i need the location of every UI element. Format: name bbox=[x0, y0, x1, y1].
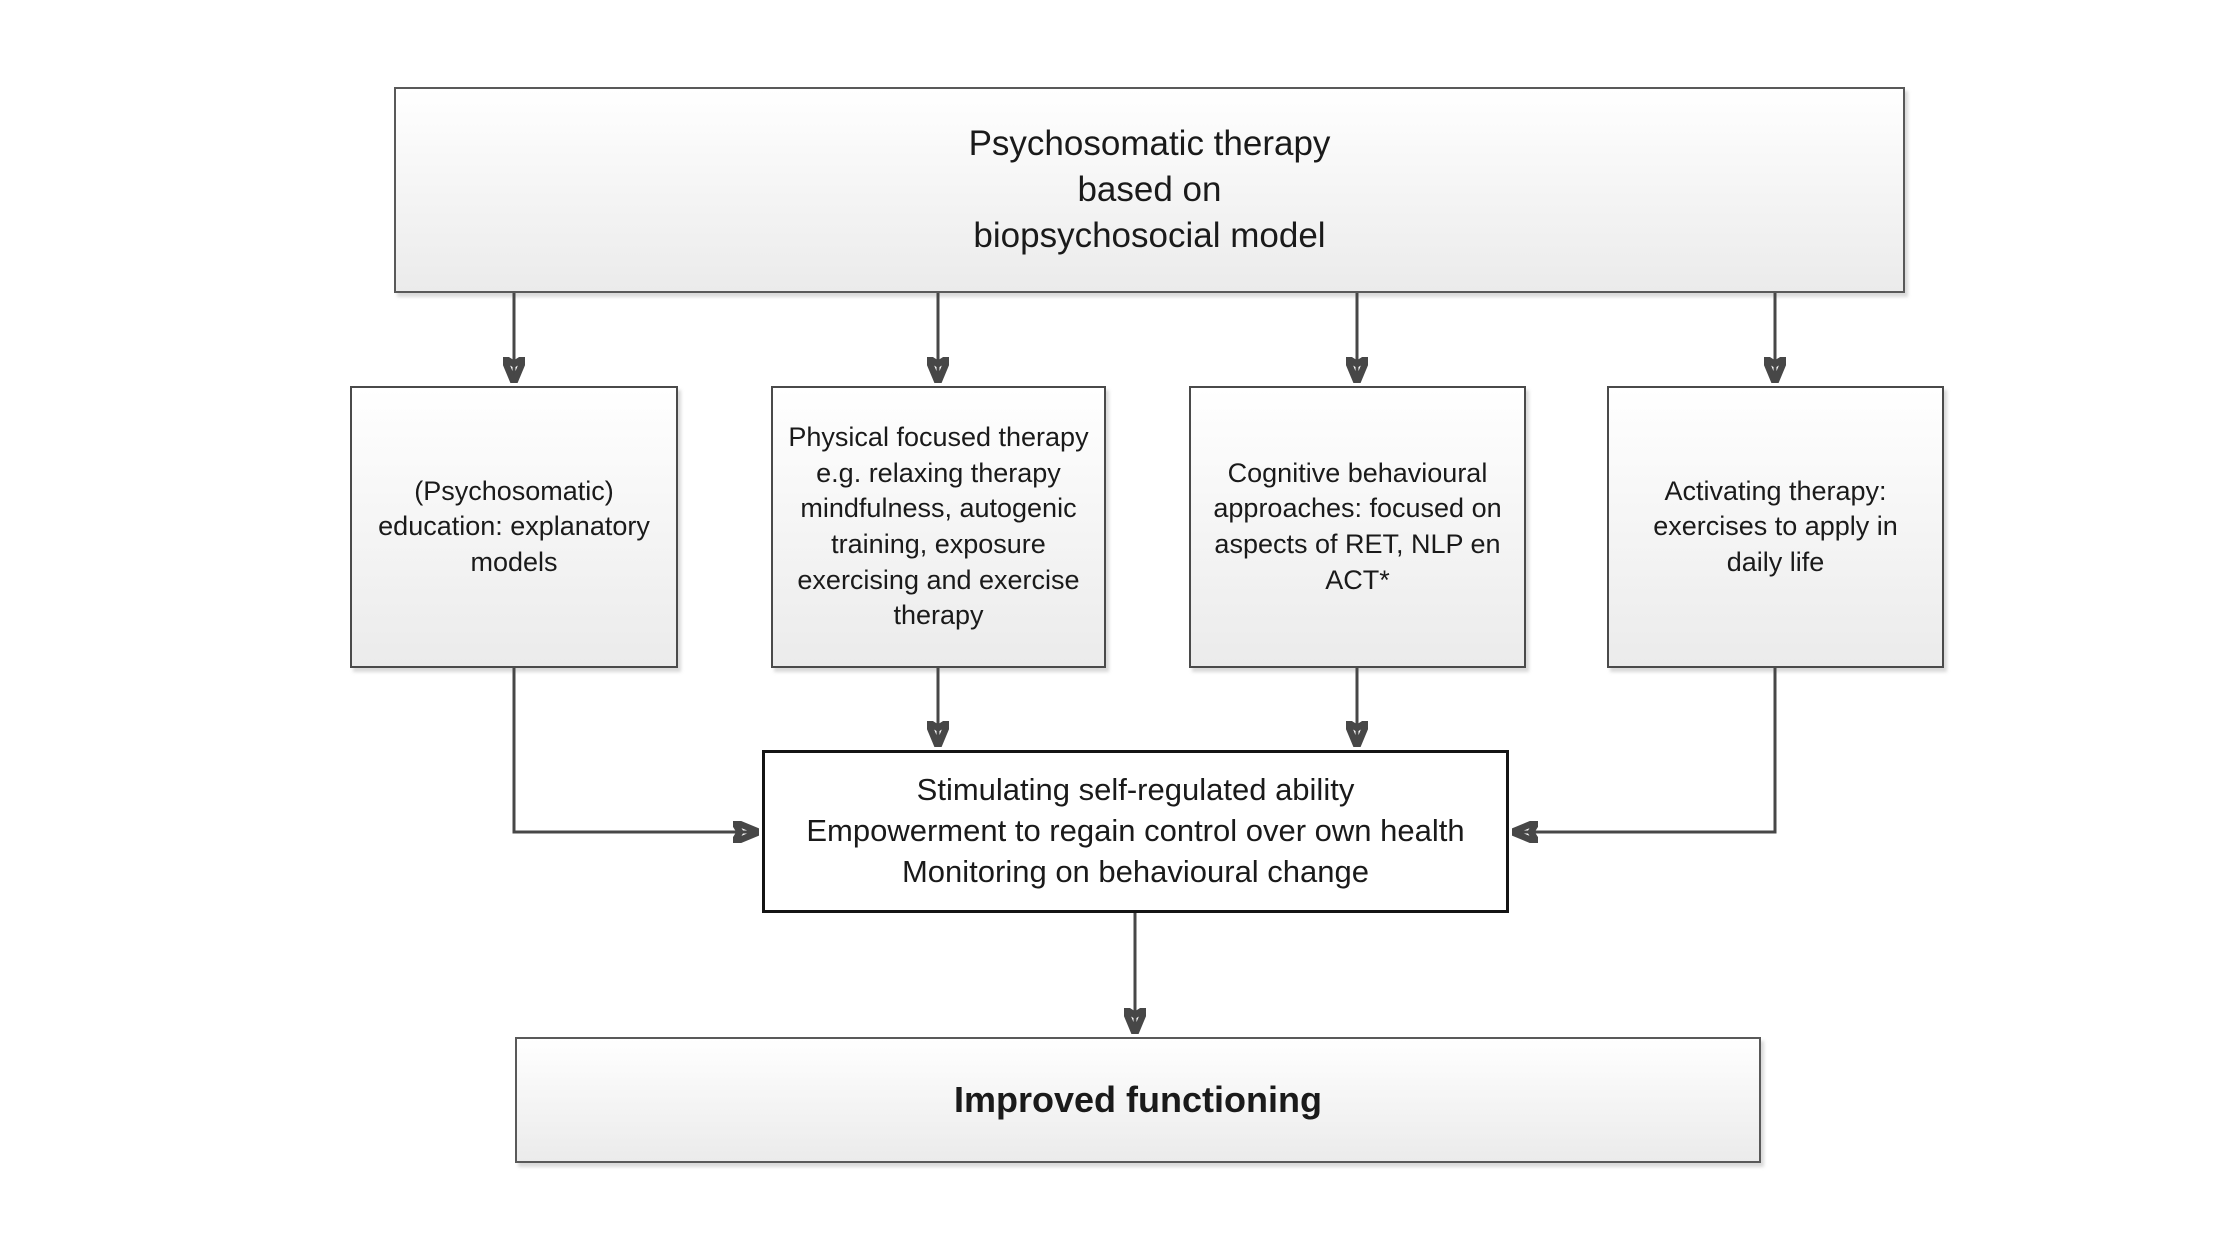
branch-box-education-text: (Psychosomatic) education: explanatory m… bbox=[378, 475, 650, 577]
branch-box-cognitive: Cognitive behavioural approaches: focuse… bbox=[1189, 386, 1526, 668]
arrow-education-to-integration bbox=[512, 668, 757, 832]
title-box: Psychosomatic therapy based on biopsycho… bbox=[394, 87, 1905, 293]
branch-box-activating-text: Activating therapy: exercises to apply i… bbox=[1653, 475, 1898, 577]
integration-box: Stimulating self-regulated ability Empow… bbox=[762, 750, 1509, 913]
outcome-box-text: Improved functioning bbox=[954, 1079, 1322, 1121]
title-box-text: Psychosomatic therapy based on biopsycho… bbox=[968, 123, 1331, 256]
branch-box-cognitive-text: Cognitive behavioural approaches: focuse… bbox=[1213, 457, 1502, 595]
arrow-activating-to-integration bbox=[1514, 668, 1777, 832]
branch-box-activating: Activating therapy: exercises to apply i… bbox=[1607, 386, 1944, 668]
integration-box-text: Stimulating self-regulated ability Empow… bbox=[806, 772, 1465, 889]
outcome-box: Improved functioning bbox=[515, 1037, 1761, 1163]
branch-box-physical: Physical focused therapy e.g. relaxing t… bbox=[771, 386, 1106, 668]
branch-box-physical-text: Physical focused therapy e.g. relaxing t… bbox=[788, 422, 1089, 631]
branch-box-education: (Psychosomatic) education: explanatory m… bbox=[350, 386, 678, 668]
